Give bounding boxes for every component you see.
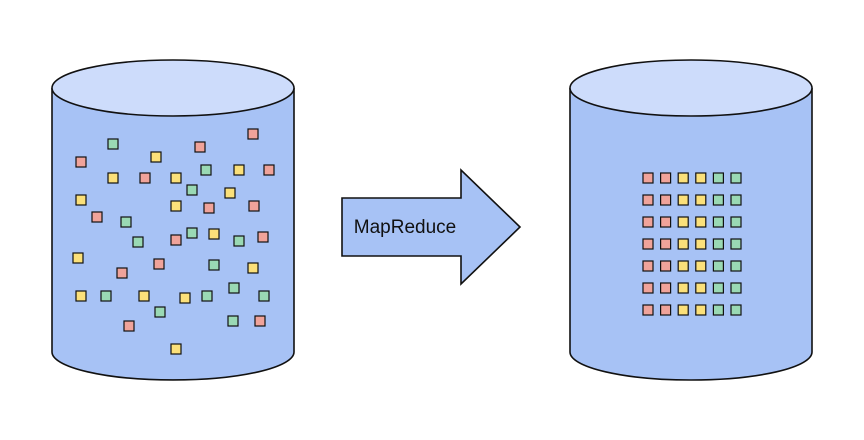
sorted-square xyxy=(677,238,689,250)
sorted-square xyxy=(730,172,742,184)
sorted-square xyxy=(712,172,725,184)
sorted-square xyxy=(677,282,689,294)
sorted-square xyxy=(712,304,725,316)
sorted-square xyxy=(677,260,689,272)
target-cylinder-body xyxy=(569,88,813,381)
mapreduce-arrow xyxy=(341,168,522,286)
sorted-square xyxy=(642,260,654,272)
sorted-square xyxy=(677,304,689,316)
data-square xyxy=(233,235,245,247)
data-square xyxy=(138,290,150,302)
sorted-square xyxy=(677,216,689,228)
data-square xyxy=(153,258,165,270)
sorted-square xyxy=(659,216,672,228)
sorted-square xyxy=(677,172,689,184)
data-square xyxy=(208,259,220,271)
sorted-square xyxy=(712,238,725,250)
sorted-square xyxy=(712,282,725,294)
data-square xyxy=(154,306,166,318)
data-square xyxy=(203,202,215,214)
sorted-square xyxy=(695,260,707,272)
sorted-square xyxy=(659,172,672,184)
sorted-square xyxy=(642,304,654,316)
data-square xyxy=(254,315,266,327)
data-square xyxy=(208,228,220,240)
sorted-square xyxy=(695,238,707,250)
sorted-square xyxy=(730,194,742,206)
data-square xyxy=(107,172,119,184)
source-cylinder-top xyxy=(51,59,295,117)
data-square xyxy=(139,172,151,184)
sorted-square xyxy=(712,260,725,272)
data-square xyxy=(233,164,245,176)
sorted-square xyxy=(695,172,707,184)
arrow-label: MapReduce xyxy=(353,217,457,238)
target-cylinder-top xyxy=(569,59,813,117)
data-square xyxy=(170,343,182,355)
data-square xyxy=(247,262,259,274)
sorted-square xyxy=(642,172,654,184)
data-square xyxy=(170,172,182,184)
sorted-square xyxy=(695,216,707,228)
data-square xyxy=(75,156,87,168)
data-square xyxy=(263,164,275,176)
source-cylinder-body xyxy=(51,88,295,381)
sorted-square xyxy=(659,260,672,272)
arrow-shape xyxy=(341,168,522,286)
data-square xyxy=(179,292,191,304)
data-square xyxy=(186,227,198,239)
target-cylinder xyxy=(569,59,813,381)
data-square xyxy=(72,252,84,264)
data-square xyxy=(170,234,182,246)
data-square xyxy=(132,236,144,248)
data-square xyxy=(257,231,269,243)
sorted-square xyxy=(695,304,707,316)
source-cylinder xyxy=(51,59,295,381)
sorted-square xyxy=(730,238,742,250)
data-square xyxy=(201,290,213,302)
data-square xyxy=(186,184,198,196)
sorted-square xyxy=(659,238,672,250)
data-square xyxy=(227,315,239,327)
data-square xyxy=(100,290,112,302)
data-square xyxy=(224,187,236,199)
sorted-square xyxy=(712,194,725,206)
sorted-square xyxy=(659,304,672,316)
sorted-square xyxy=(730,282,742,294)
data-square xyxy=(107,138,119,150)
sorted-square xyxy=(712,216,725,228)
data-square xyxy=(228,282,240,294)
sorted-square xyxy=(695,282,707,294)
data-square xyxy=(258,290,270,302)
data-square xyxy=(75,194,87,206)
data-square xyxy=(116,267,128,279)
sorted-square xyxy=(730,216,742,228)
sorted-square xyxy=(642,216,654,228)
sorted-square-grid xyxy=(642,172,742,316)
sorted-square xyxy=(642,194,654,206)
data-square xyxy=(247,128,259,140)
data-square xyxy=(123,320,135,332)
data-square xyxy=(194,141,206,153)
data-square xyxy=(75,290,87,302)
sorted-square xyxy=(695,194,707,206)
sorted-square xyxy=(659,194,672,206)
sorted-square xyxy=(730,304,742,316)
sorted-square xyxy=(730,260,742,272)
sorted-square xyxy=(677,194,689,206)
data-square xyxy=(120,216,132,228)
data-square xyxy=(150,151,162,163)
data-square xyxy=(91,211,103,223)
data-square xyxy=(170,200,182,212)
scattered-squares xyxy=(72,128,275,355)
data-square xyxy=(200,164,212,176)
sorted-square xyxy=(659,282,672,294)
sorted-square xyxy=(642,238,654,250)
sorted-square xyxy=(642,282,654,294)
data-square xyxy=(248,200,260,212)
